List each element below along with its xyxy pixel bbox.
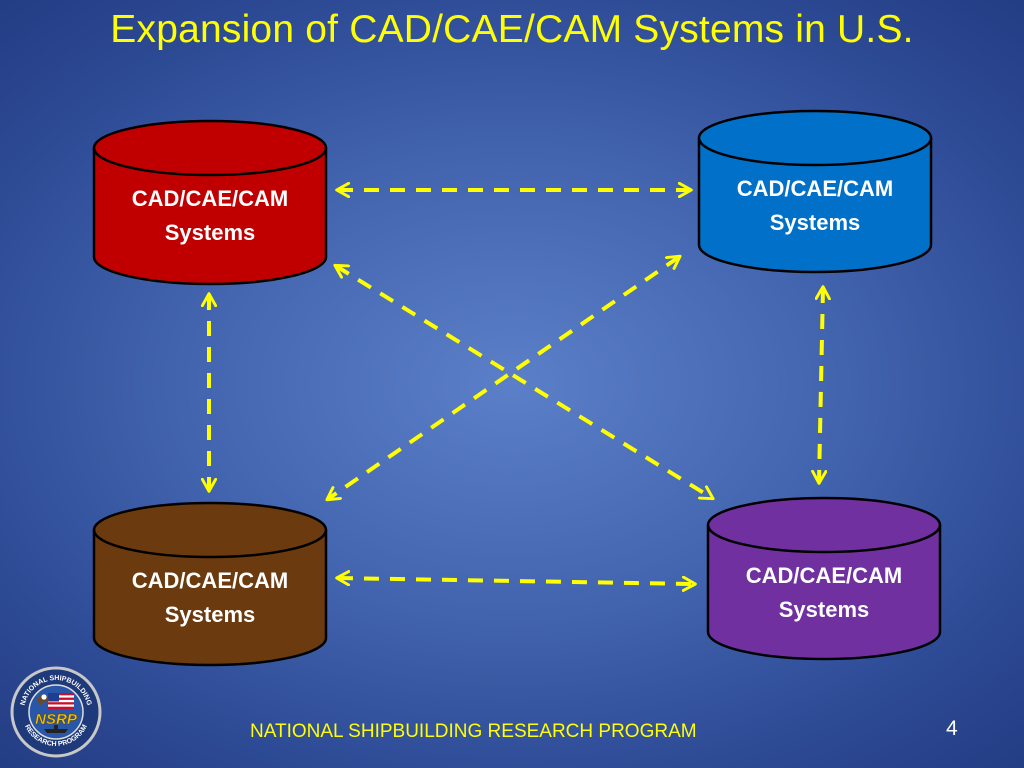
cylinder-brown xyxy=(92,501,328,667)
eagle-icon xyxy=(37,694,49,706)
arrow-blue-brown xyxy=(328,257,679,499)
cylinder-red-body xyxy=(92,148,328,286)
node-label-blue: CAD/CAE/CAM Systems xyxy=(699,172,931,240)
flag-icon xyxy=(48,693,74,709)
node-label-purple-line2: Systems xyxy=(778,597,870,622)
node-label-purple-line1: CAD/CAE/CAM xyxy=(745,563,903,588)
node-label-purple: CAD/CAE/CAM Systems xyxy=(708,559,940,627)
node-label-red: CAD/CAE/CAM Systems xyxy=(94,182,326,250)
node-label-blue-line1: CAD/CAE/CAM xyxy=(736,176,894,201)
ship-icon xyxy=(44,725,68,733)
cylinder-blue xyxy=(697,109,933,274)
cylinder-blue-top xyxy=(697,109,933,167)
node-label-red-line1: CAD/CAE/CAM xyxy=(131,186,289,211)
cylinder-red xyxy=(92,119,328,286)
cylinder-purple-top xyxy=(706,496,942,554)
arrow-brown-purple xyxy=(338,578,694,584)
node-label-blue-line2: Systems xyxy=(769,210,861,235)
logo-text: NSRP xyxy=(35,711,78,728)
footer-text: NATIONAL SHIPBUILDING RESEARCH PROGRAM xyxy=(250,721,697,742)
cylinder-red-top xyxy=(92,119,328,177)
arrow-red-purple xyxy=(336,266,712,498)
node-label-red-line2: Systems xyxy=(164,220,256,245)
cylinder-brown-top xyxy=(92,501,328,559)
cylinder-purple-body xyxy=(706,525,942,661)
node-label-brown-line1: CAD/CAE/CAM xyxy=(131,568,289,593)
cylinder-blue-body xyxy=(697,138,933,274)
nsrp-logo: NSRP NATIONAL SHIPBUILDING RESEARCH PROG… xyxy=(10,666,102,758)
arrow-blue-purple xyxy=(819,288,823,482)
slide-title: Expansion of CAD/CAE/CAM Systems in U.S. xyxy=(110,8,914,51)
cylinder-purple xyxy=(706,496,942,661)
node-label-brown-line2: Systems xyxy=(164,602,256,627)
page-number: 4 xyxy=(946,717,958,740)
node-label-brown: CAD/CAE/CAM Systems xyxy=(94,564,326,632)
cylinder-brown-body xyxy=(92,530,328,667)
